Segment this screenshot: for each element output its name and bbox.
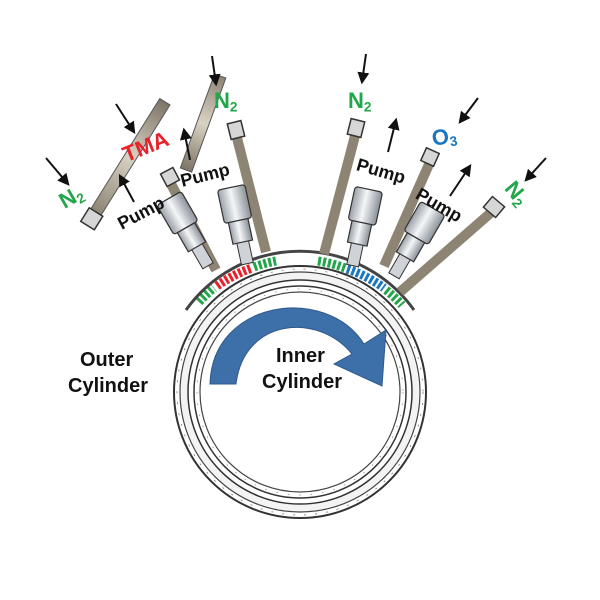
n2-base: N: [348, 88, 364, 113]
o3-label: O3: [429, 123, 459, 152]
arrow-out-pump-left: [118, 173, 135, 203]
inner-cylinder-label-line2: Cylinder: [262, 371, 343, 393]
rotation-arrow: [209, 307, 387, 387]
zone-o3: [345, 264, 387, 292]
gas-lines: [79, 73, 506, 296]
n2-line-left: [79, 97, 171, 231]
precursor-zones: [195, 256, 406, 309]
arrow-in-tma: [115, 103, 136, 135]
arrow-out-pump-mid-left: [179, 127, 192, 161]
pump-body-right: [388, 201, 445, 280]
zone-n2-mid-right: [317, 256, 347, 273]
arrow-in-n2-left: [45, 157, 70, 186]
outer-cylinder-label-line2: Cylinder: [68, 375, 149, 397]
zone-n2-mid-left: [252, 256, 277, 272]
arrow-out-pump-right: [449, 164, 472, 197]
pump-body-mid-right: [346, 186, 383, 268]
arrow-in-o3: [458, 97, 479, 124]
pump-bodies: [157, 184, 445, 280]
n2-label-mid-right: N2: [348, 90, 371, 114]
arrow-in-n2-right: [524, 157, 547, 182]
n2-label-mid-left: N2: [214, 90, 237, 114]
manifold-arc: [184, 249, 416, 311]
inner-cylinder-label-line1: Inner: [276, 345, 325, 367]
outer-cylinder-label-line1: Outer: [80, 349, 134, 371]
arrow-out-pump-mid-right: [387, 117, 400, 153]
zone-tma: [214, 263, 254, 290]
flow-arrows: [45, 53, 547, 203]
arrow-in-n2-mid-left: [208, 55, 221, 87]
pump-body-left: [157, 191, 214, 270]
n2-subscript: 2: [363, 99, 372, 115]
n2-base: N: [214, 88, 230, 113]
zone-n2-left: [195, 284, 217, 306]
zone-n2-right: [383, 286, 406, 309]
arrow-in-n2-mid-right: [357, 53, 370, 85]
n2-subscript: 2: [229, 99, 238, 115]
o3-base: O: [429, 123, 451, 151]
pump-body-mid-left: [217, 184, 254, 266]
